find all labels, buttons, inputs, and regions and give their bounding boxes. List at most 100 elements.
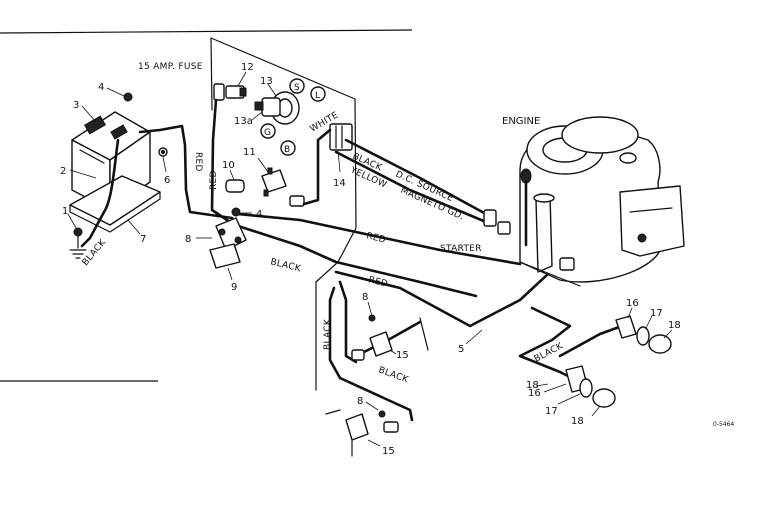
wire-label-red-lower: RED — [367, 275, 389, 289]
wire-label-red-fuse: RED — [209, 170, 219, 190]
svg-text:13a: 13a — [234, 116, 253, 127]
svg-text:8: 8 — [362, 292, 368, 303]
cable-clamp-6 — [158, 147, 168, 157]
callout-17a: 17 — [645, 308, 663, 329]
callout-18c: 18 — [526, 380, 549, 391]
svg-text:18: 18 — [526, 380, 539, 391]
switch-terminal-g — [260, 123, 276, 139]
svg-text:2: 2 — [60, 166, 66, 177]
callout-11: 11 — [243, 147, 269, 173]
callout-4a: 4 — [98, 82, 125, 97]
connector-10 — [225, 179, 245, 193]
solenoid-red-wire — [236, 212, 522, 266]
engine-harness-plug — [483, 209, 511, 235]
starter-label: STARTER — [440, 244, 482, 254]
switch-terminal-b — [280, 140, 296, 156]
switch-terminal-b-label: B — [284, 145, 290, 155]
lower-red-wire — [334, 270, 550, 328]
callout-13: 13 — [260, 76, 277, 97]
switch-terminal-g-label: G — [264, 128, 271, 138]
svg-text:17: 17 — [650, 308, 663, 319]
callout-15b: 15 — [367, 439, 395, 457]
svg-text:3: 3 — [73, 100, 79, 111]
starter-terminal — [559, 257, 575, 271]
callout-13a: 13a — [234, 111, 263, 127]
svg-text:15: 15 — [382, 446, 395, 457]
svg-text:16: 16 — [528, 388, 541, 399]
top-border-line — [0, 29, 413, 34]
switch-terminal-s — [289, 78, 305, 94]
svg-text:18: 18 — [571, 416, 584, 427]
battery-tray — [69, 175, 161, 233]
svg-text:10: 10 — [222, 160, 235, 171]
wire-label-black-right: BLACK — [533, 341, 566, 365]
svg-text:12: 12 — [241, 62, 254, 73]
callout-6: 6 — [162, 156, 170, 186]
callout-8c: 8 — [357, 396, 379, 411]
fuse-red-wire — [210, 98, 232, 224]
svg-text:11: 11 — [243, 147, 256, 158]
harness-white-wire — [302, 128, 332, 206]
callout-4b: 4 — [241, 209, 262, 220]
callout-12: 12 — [237, 62, 254, 87]
callout-8a: 8 — [185, 234, 212, 245]
light-socket-16 — [615, 315, 637, 339]
svg-text:14: 14 — [333, 178, 346, 189]
svg-text:7: 7 — [140, 234, 146, 245]
relay-11 — [261, 167, 287, 197]
callout-9: 9 — [227, 267, 237, 293]
svg-text:9: 9 — [231, 282, 237, 293]
left-black-wire-2 — [328, 286, 414, 422]
callout-14: 14 — [333, 149, 346, 189]
harness-connector-14 — [329, 123, 353, 151]
wire-label-red-solenoid: RED — [365, 231, 387, 245]
ignition-switch-13 — [254, 91, 300, 125]
wire-label-red-battery: RED — [193, 152, 203, 172]
callout-10: 10 — [222, 160, 235, 181]
switch-terminal-s-label: S — [294, 83, 300, 93]
safety-switch-15-lower — [325, 409, 386, 457]
callout-15a: 15 — [389, 349, 409, 361]
left-black-wire — [338, 280, 358, 364]
svg-text:4: 4 — [256, 209, 262, 220]
switch-terminal-l-label: L — [315, 91, 320, 101]
callout-7: 7 — [127, 219, 146, 245]
wire-label-black-solenoid: BLACK — [269, 257, 302, 274]
battery-red-cable — [138, 124, 234, 220]
fuse-holder-12 — [213, 83, 247, 101]
callout-16: 16 — [626, 298, 639, 319]
engine — [519, 116, 685, 287]
bulb-18-lower — [592, 388, 616, 408]
callout-1: 1 — [62, 206, 77, 229]
svg-text:13: 13 — [260, 76, 273, 87]
svg-text:15: 15 — [396, 350, 409, 361]
svg-text:8: 8 — [357, 396, 363, 407]
wire-label-black-lower: BLACK — [377, 365, 410, 385]
svg-text:6: 6 — [164, 175, 170, 186]
svg-text:8: 8 — [185, 234, 191, 245]
bulb-17-lower — [579, 378, 593, 398]
svg-text:4: 4 — [98, 82, 104, 93]
headlight-black-wire — [518, 306, 578, 382]
drawing-number: 0-5464 — [713, 421, 734, 428]
svg-text:16: 16 — [626, 298, 639, 309]
svg-text:18: 18 — [668, 320, 681, 331]
callout-18a: 18 — [663, 320, 681, 339]
engine-label: ENGINE — [502, 116, 540, 127]
callout-5: 5 — [458, 329, 483, 355]
solenoid-black-wire — [236, 224, 478, 298]
callout-3: 3 — [73, 100, 97, 123]
svg-text:5: 5 — [458, 344, 464, 355]
wire-connector-lower — [383, 421, 399, 433]
harness-yellow-wire — [334, 150, 488, 224]
solenoid-nut-4 — [231, 207, 241, 217]
ground-bolt-1 — [69, 227, 87, 259]
starter-solenoid-9 — [209, 217, 247, 269]
callout-8b: 8 — [362, 292, 373, 317]
bulb-18-upper — [648, 334, 672, 354]
svg-text:17: 17 — [545, 406, 558, 417]
callout-17b: 17 — [545, 393, 581, 417]
wire-connector-mid — [351, 349, 365, 361]
fuse-label: 15 AMP. FUSE — [138, 62, 203, 72]
dash-panel-left — [210, 37, 213, 111]
